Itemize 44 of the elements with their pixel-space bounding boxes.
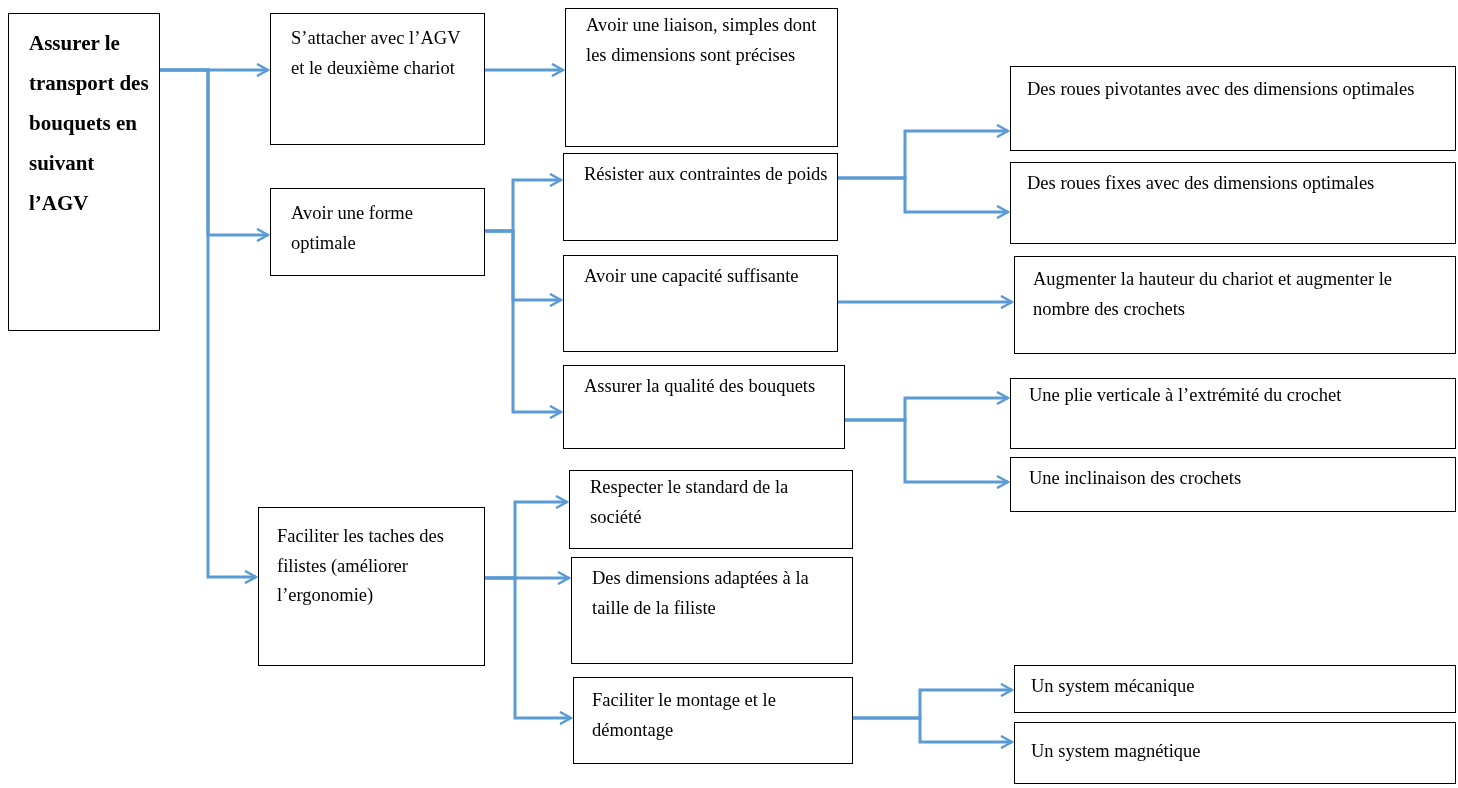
box-text: Augmenter la hauteur du chariot et augmenter le nombre des crochets bbox=[1033, 268, 1394, 321]
box-text: Un system magnétique bbox=[1031, 740, 1202, 763]
box-text: Assurer le transport des bouquets en suivant l’AGV bbox=[29, 30, 150, 217]
box-text: Une inclinaison des crochets bbox=[1029, 467, 1243, 490]
process-box bbox=[270, 13, 485, 145]
process-box bbox=[258, 507, 485, 666]
box-text: Résister aux contraintes de poids bbox=[584, 163, 829, 186]
connector-arrow bbox=[838, 294, 1014, 310]
process-box bbox=[1014, 665, 1456, 713]
box-text: Avoir une forme optimale bbox=[291, 202, 414, 255]
process-box bbox=[8, 13, 160, 331]
process-box bbox=[1014, 256, 1456, 354]
box-text: S’attacher avec l’AGV et le deuxième chariot bbox=[291, 27, 462, 80]
connector-arrow bbox=[485, 62, 565, 78]
box-text: Une plie verticale à l’extrémité du crochet bbox=[1029, 384, 1343, 407]
connector-arrow bbox=[160, 68, 258, 585]
connector-arrow bbox=[845, 418, 1010, 490]
box-text: Des roues fixes avec des dimensions optimales bbox=[1027, 172, 1376, 195]
box-text: Faciliter les taches des filistes (améliorer l’ergonomie) bbox=[277, 525, 445, 608]
process-box bbox=[565, 8, 838, 147]
box-text: Respecter le standard de la société bbox=[590, 476, 790, 529]
box-text: Avoir une liaison, simples dont les dimensions sont précises bbox=[586, 14, 818, 67]
connector-arrow bbox=[485, 229, 563, 420]
process-box bbox=[270, 188, 485, 276]
process-box bbox=[1010, 378, 1456, 449]
process-box bbox=[1014, 722, 1456, 784]
process-box bbox=[1010, 457, 1456, 512]
process-box bbox=[563, 365, 845, 449]
box-text: Un system mécanique bbox=[1031, 675, 1196, 698]
box-text: Avoir une capacité suffisante bbox=[584, 265, 800, 288]
connector-arrow bbox=[838, 176, 1010, 220]
box-text: Faciliter le montage et le démontage bbox=[592, 689, 777, 742]
process-box bbox=[571, 557, 853, 664]
box-text: Des dimensions adaptées à la taille de la filiste bbox=[592, 567, 810, 620]
process-box bbox=[569, 470, 853, 549]
connector-arrow bbox=[853, 716, 1014, 750]
process-box bbox=[1010, 66, 1456, 151]
process-box bbox=[563, 255, 838, 352]
process-box bbox=[563, 153, 838, 241]
connector-arrow bbox=[485, 576, 573, 726]
box-text: Assurer la qualité des bouquets bbox=[584, 375, 817, 398]
box-text: Des roues pivotantes avec des dimensions optimales bbox=[1027, 78, 1416, 101]
process-box bbox=[1010, 162, 1456, 244]
process-box bbox=[573, 677, 853, 764]
